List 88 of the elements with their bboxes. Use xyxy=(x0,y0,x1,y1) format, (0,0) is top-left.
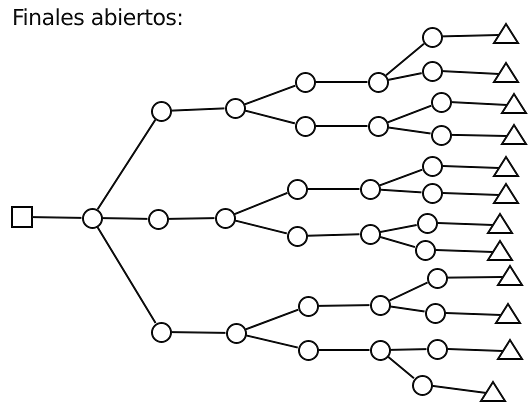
circle-node xyxy=(424,302,446,324)
circle-node xyxy=(294,72,316,92)
connector-line xyxy=(246,334,298,349)
triangle-node xyxy=(493,62,519,82)
connector-line xyxy=(388,72,422,81)
circle-node xyxy=(286,178,308,200)
connector-line xyxy=(385,42,425,76)
connector-line xyxy=(380,188,422,194)
triangle-node xyxy=(501,92,527,114)
connector-line xyxy=(390,306,425,312)
connector-line xyxy=(168,217,215,220)
connector-line xyxy=(442,165,500,169)
connector-line xyxy=(102,217,148,220)
connector-line xyxy=(307,233,360,237)
triangle-node xyxy=(495,302,521,324)
connector-line xyxy=(388,126,431,134)
connector-line xyxy=(318,349,370,351)
connector-line xyxy=(435,249,494,253)
triangle-node xyxy=(487,212,513,234)
circle-node xyxy=(416,212,438,234)
connector-line xyxy=(451,101,508,106)
connector-line xyxy=(318,304,370,307)
circle-node xyxy=(82,208,102,228)
circle-node xyxy=(224,98,246,118)
triangle-node xyxy=(501,124,527,144)
diagram-title: Finales abiertos: xyxy=(12,6,184,31)
circle-node xyxy=(430,124,452,146)
connector-line xyxy=(380,224,417,233)
connector-line xyxy=(308,188,360,190)
circle-node xyxy=(298,296,318,316)
connector-line xyxy=(442,34,500,38)
connector-line xyxy=(447,276,504,279)
circle-node xyxy=(286,226,308,246)
triangle-node xyxy=(497,264,523,286)
connector-line xyxy=(316,81,368,83)
connector-line xyxy=(32,216,82,219)
connector-line xyxy=(437,222,494,226)
circle-node xyxy=(294,116,316,136)
connector-line xyxy=(171,107,225,112)
connector-line xyxy=(234,220,288,234)
connector-line xyxy=(245,308,299,330)
triangle-node xyxy=(497,338,523,360)
triangle-node xyxy=(487,240,513,260)
square-node xyxy=(11,206,33,228)
circle-node xyxy=(298,340,318,360)
connector-line xyxy=(234,192,288,215)
triangle-node xyxy=(493,22,519,44)
circle-node xyxy=(430,92,452,112)
connector-line xyxy=(316,125,368,127)
connector-line xyxy=(445,312,502,316)
circle-node xyxy=(368,116,388,136)
circle-node xyxy=(370,294,390,316)
circle-node xyxy=(426,338,448,360)
connector-line xyxy=(432,384,487,394)
circle-node xyxy=(426,268,448,288)
circle-node xyxy=(422,60,442,82)
circle-node xyxy=(150,100,172,122)
connector-line xyxy=(171,331,226,334)
circle-node xyxy=(214,208,236,228)
circle-node xyxy=(226,322,246,344)
connector-line xyxy=(244,110,296,124)
connector-line xyxy=(390,348,427,351)
circle-node xyxy=(370,340,390,360)
triangle-node xyxy=(493,182,519,204)
circle-node xyxy=(360,224,380,244)
connector-line xyxy=(244,84,296,106)
connector-line xyxy=(96,119,156,210)
triangle-node xyxy=(480,380,506,402)
connector-line xyxy=(389,282,428,302)
connector-line xyxy=(387,356,415,380)
connector-line xyxy=(380,236,416,248)
triangle-node xyxy=(493,156,519,176)
connector-line xyxy=(447,348,504,352)
circle-node xyxy=(422,156,442,176)
circle-node xyxy=(412,374,432,396)
circle-node xyxy=(422,26,442,48)
circle-node xyxy=(360,178,380,200)
connector-line xyxy=(387,104,432,124)
connector-line xyxy=(442,70,500,75)
circle-node xyxy=(368,72,388,92)
circle-node xyxy=(148,208,168,230)
circle-node xyxy=(414,240,436,260)
circle-node xyxy=(422,182,442,204)
circle-node xyxy=(150,322,172,342)
connector-line xyxy=(451,134,508,137)
connector-line xyxy=(96,226,156,324)
connector-line xyxy=(380,168,422,186)
connector-line xyxy=(442,192,500,196)
